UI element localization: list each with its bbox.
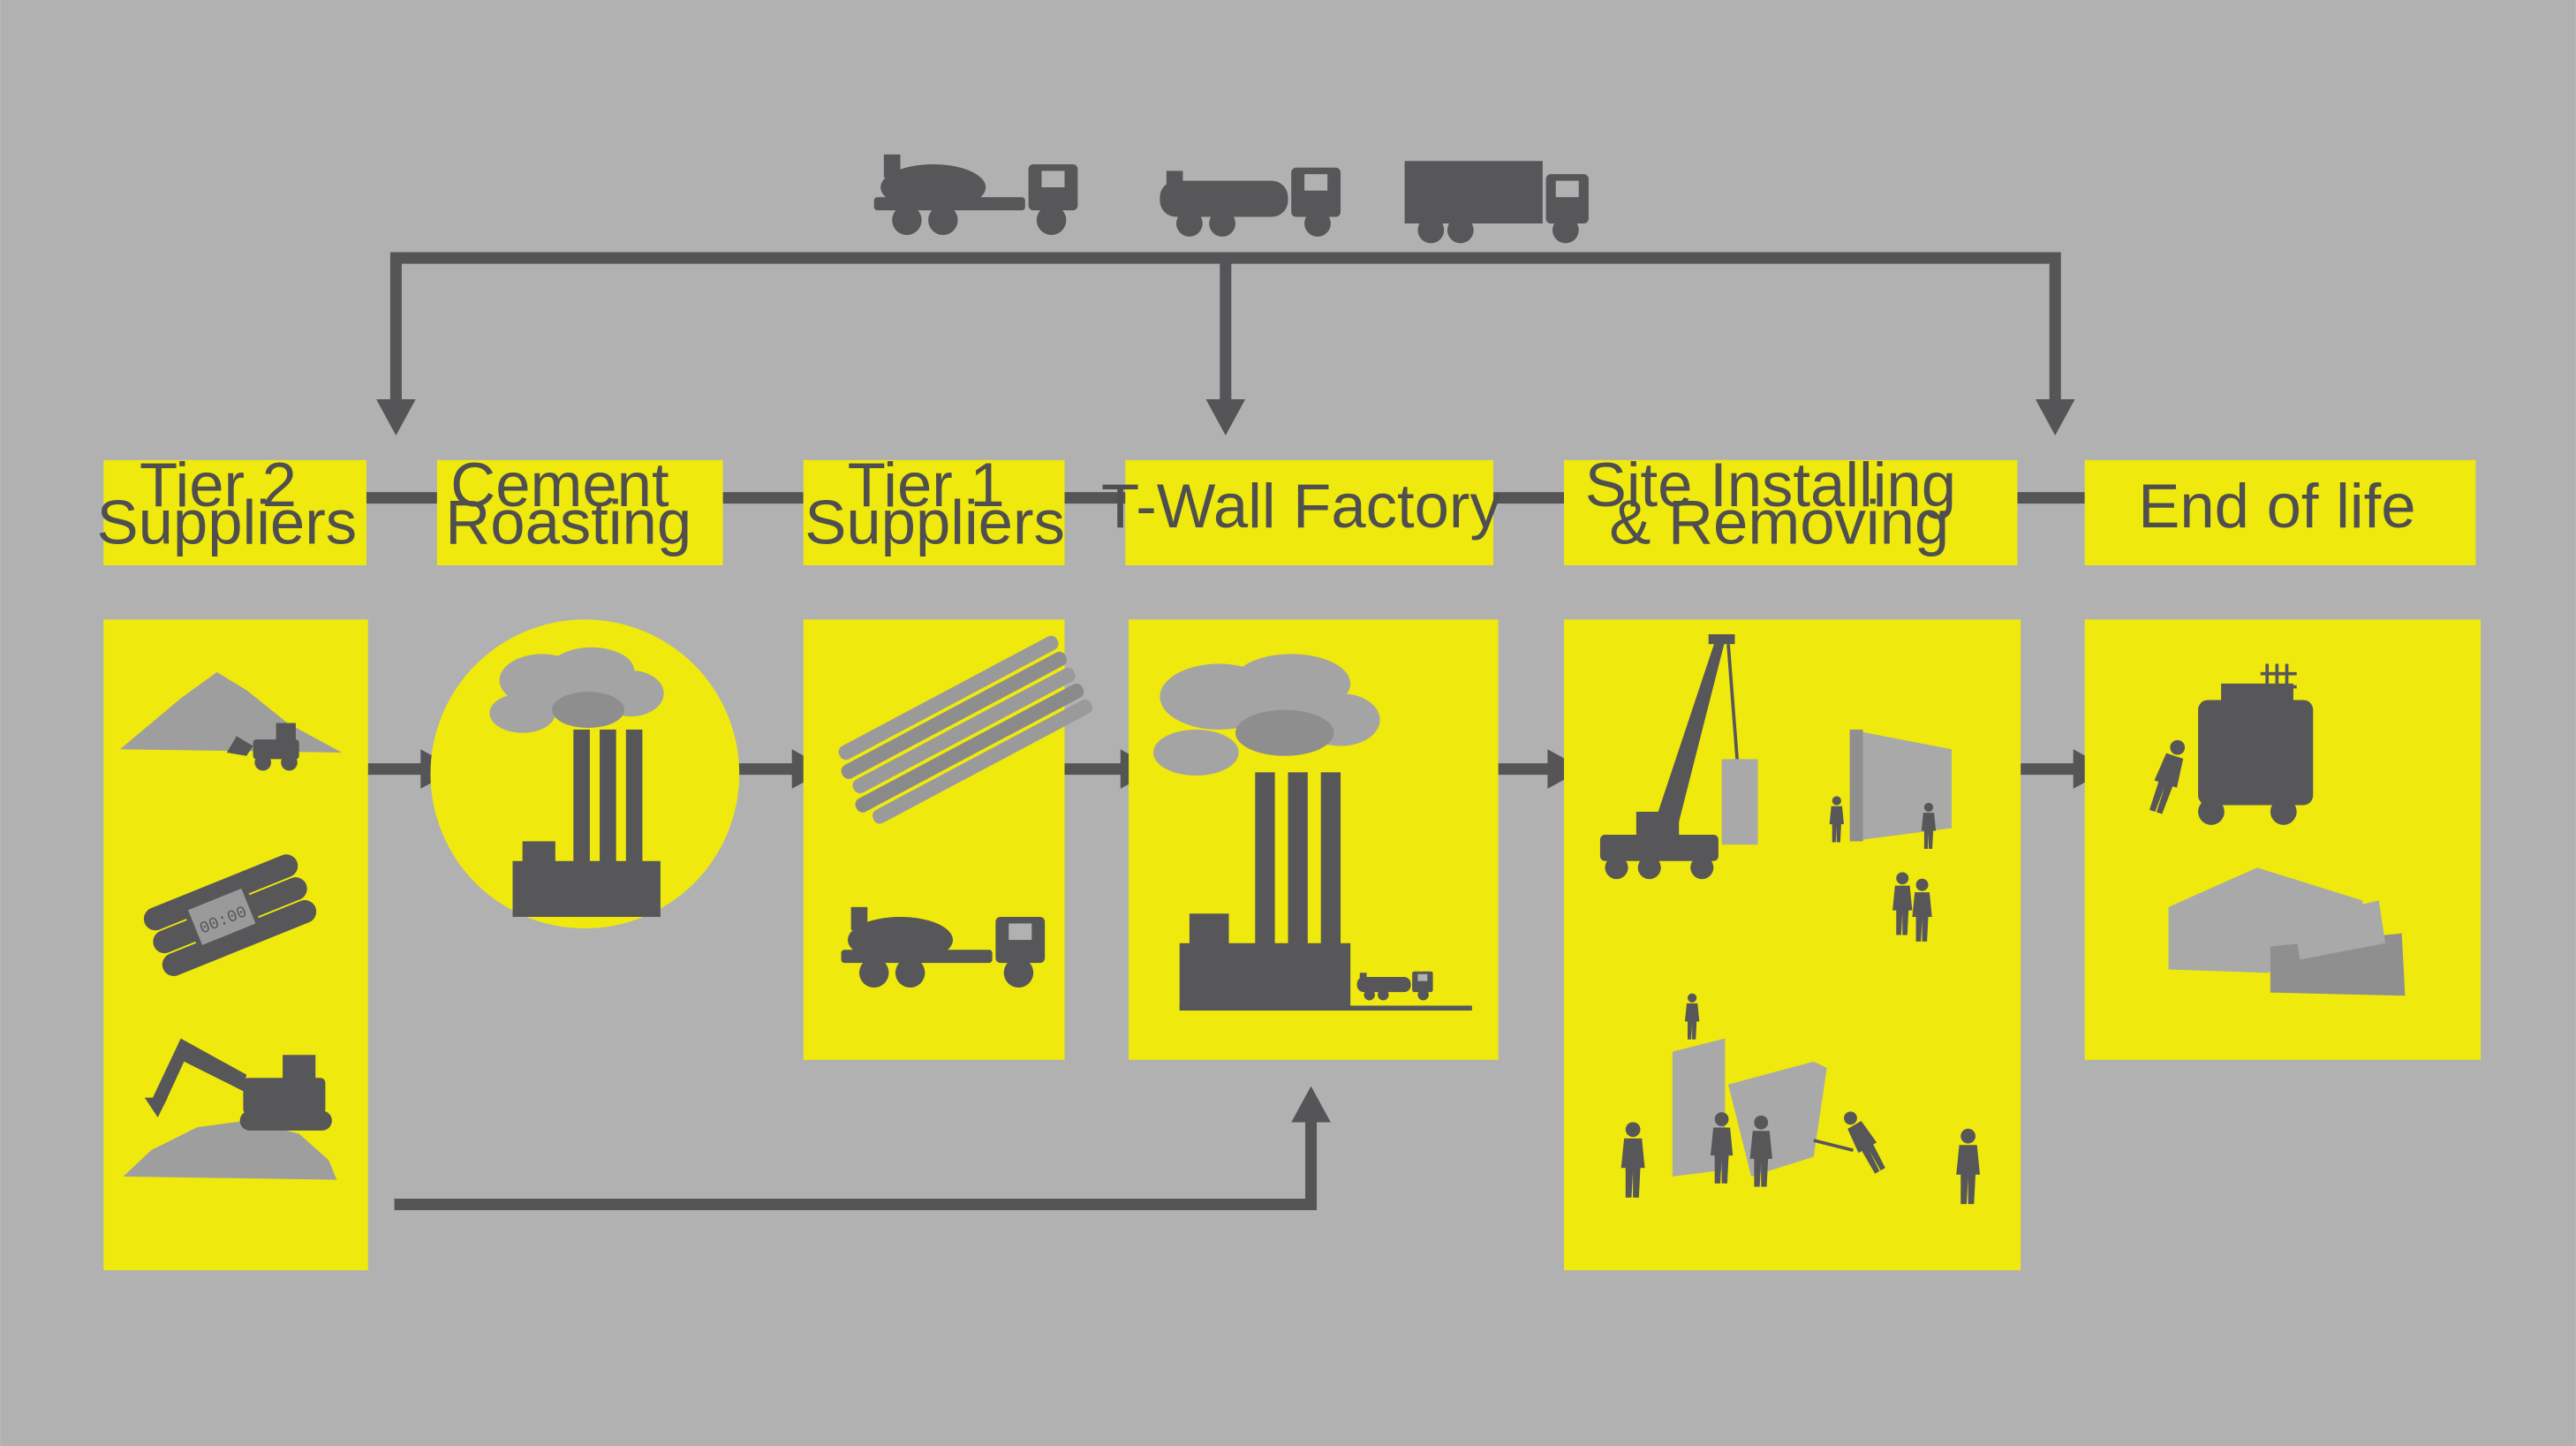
stage-panel-factory [1129, 619, 1499, 1060]
stage-label-text: T-Wall Factory [1101, 471, 1502, 541]
stage-label-text: Tier 2 Suppliers [96, 450, 357, 557]
arrow-tier2-to-factory [1291, 1086, 1331, 1123]
excavator-icon [123, 1038, 337, 1180]
stage-label-text: Tier 1 Suppliers [805, 450, 1065, 557]
stage-label-tier2: Tier 2 Suppliers [96, 450, 366, 565]
stage-label-cement: Cement Roasting [436, 450, 723, 565]
soldiers-icon [1620, 993, 1981, 1205]
factory-chimneys-icon [1152, 654, 1472, 1011]
rebar-bundle-icon [838, 635, 1092, 824]
dynamite-icon: 00:00 [143, 854, 317, 977]
stage-label-factory: T-Wall Factory [1101, 459, 1502, 565]
arrow-to-factory [1205, 399, 1246, 435]
arrow-to-end-of-life [2035, 399, 2075, 435]
stage-label-text: End of life [2138, 471, 2415, 541]
stage-label-end-of-life: End of life [2084, 459, 2476, 565]
sand-pile-icon [119, 671, 343, 771]
stage-panel-tier2: 00:00 [103, 619, 368, 1270]
factory-chimneys-icon [489, 647, 664, 918]
stage-label-tier1: Tier 1 Suppliers [803, 450, 1065, 565]
stage-panel-site [1564, 619, 2021, 1270]
stage-panel-tier1 [803, 619, 1092, 1060]
stage-label-text: Cement Roasting [445, 450, 691, 557]
crane-icon [1599, 634, 1741, 880]
transport-distribution-arrows [376, 252, 2075, 435]
stage-panel-end-of-life [2084, 619, 2482, 1060]
stage-label-site: Site Installing & Removing [1564, 450, 2018, 565]
stage-panel-cement [430, 619, 740, 929]
flow-arrows [342, 749, 2110, 1211]
arrow-to-tier2 [376, 399, 416, 435]
stage-label-text: Site Installing & Removing [1585, 450, 1974, 557]
broken-wall-icon [2168, 867, 2406, 996]
cart-worker-icon [2145, 663, 2314, 825]
